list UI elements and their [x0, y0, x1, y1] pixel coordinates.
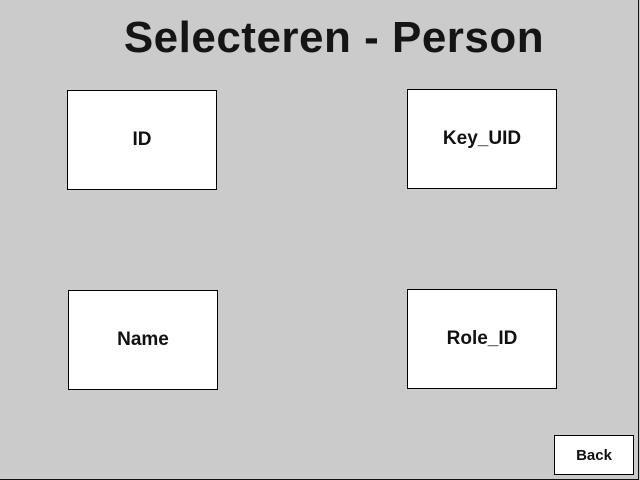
- back-button[interactable]: Back: [554, 435, 634, 475]
- field-button-id-label: ID: [132, 129, 152, 150]
- field-button-id[interactable]: ID: [67, 90, 217, 190]
- field-button-name[interactable]: Name: [68, 290, 218, 390]
- field-button-key-uid[interactable]: Key_UID: [407, 89, 557, 189]
- field-button-key-uid-label: Key_UID: [442, 128, 522, 149]
- field-button-name-label: Name: [117, 329, 169, 350]
- field-button-role-id-label: Role_ID: [446, 328, 518, 349]
- field-button-role-id[interactable]: Role_ID: [407, 289, 557, 389]
- back-button-label: Back: [576, 446, 612, 464]
- page-title: Selecteren - Person: [123, 13, 545, 62]
